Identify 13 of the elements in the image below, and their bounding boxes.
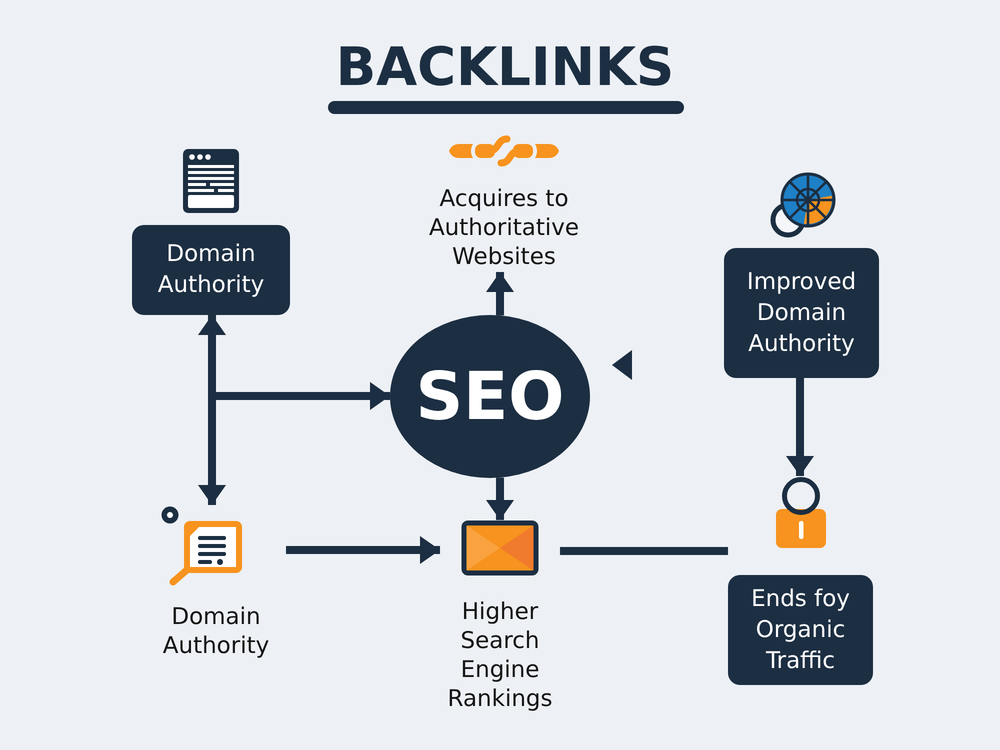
node-label: Ends foy Organic Traffic — [750, 584, 851, 676]
arrow — [286, 536, 440, 564]
node-label: Higher Search Engine Rankings — [446, 598, 554, 714]
diagram-title: BACKLINKS — [336, 37, 674, 99]
node-label: Acquires to Authoritative Websites — [428, 185, 580, 272]
node-label: Domain Authority — [156, 240, 266, 300]
node-label: Improved Domain Authority — [746, 268, 858, 358]
arrow — [486, 478, 514, 520]
connector-line — [560, 547, 728, 555]
node-label: SEO — [416, 358, 564, 436]
arrow — [786, 378, 814, 476]
arrow — [486, 272, 514, 316]
node-label: Domain Authority — [162, 603, 270, 661]
